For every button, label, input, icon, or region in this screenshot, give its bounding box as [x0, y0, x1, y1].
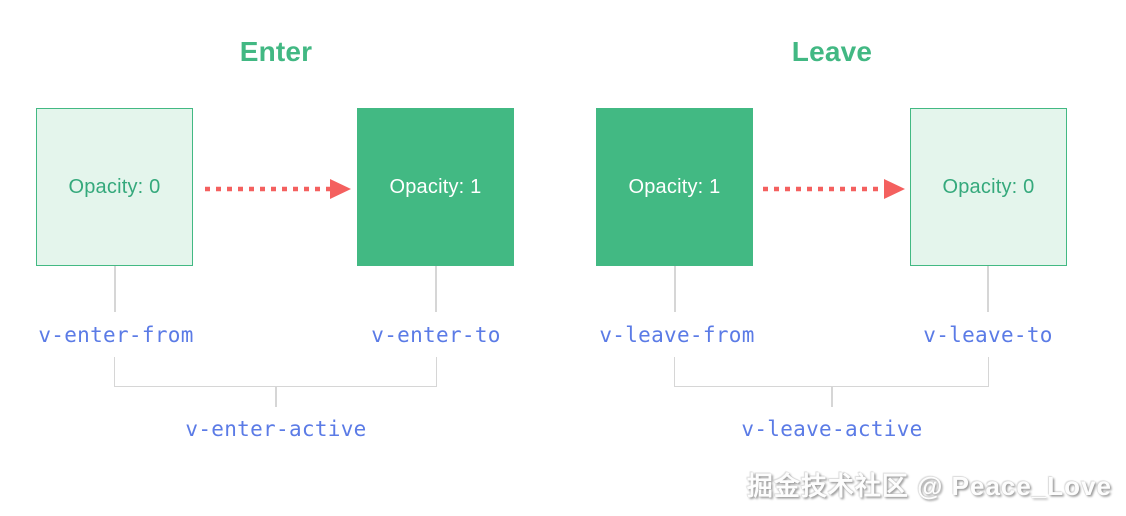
v-enter-active-label: v-enter-active — [185, 417, 367, 441]
leave-from-connector-line — [674, 266, 676, 312]
enter-from-opacity-value: Opacity: 0 — [68, 175, 161, 198]
leave-to-state-box: Opacity: 0 — [910, 108, 1067, 266]
leave-dashed-arrow-icon — [763, 179, 905, 199]
enter-to-state-box: Opacity: 1 — [357, 108, 514, 266]
leave-to-connector-line — [987, 266, 989, 312]
enter-section-title: Enter — [239, 36, 313, 67]
leave-from-opacity-value: Opacity: 1 — [628, 175, 721, 198]
v-enter-to-label: v-enter-to — [371, 323, 501, 347]
enter-active-bracket-stub — [275, 387, 277, 407]
leave-from-state-box: Opacity: 1 — [596, 108, 753, 266]
v-enter-from-label: v-enter-from — [38, 323, 194, 347]
v-leave-active-label: v-leave-active — [741, 417, 923, 441]
leave-active-bracket — [674, 357, 989, 387]
enter-active-bracket — [114, 357, 437, 387]
leave-to-opacity-value: Opacity: 0 — [942, 175, 1035, 198]
juejin-watermark: 掘金技术社区 @ Peace_Love — [746, 471, 1112, 501]
v-leave-from-label: v-leave-from — [599, 323, 755, 347]
leave-active-bracket-stub — [831, 387, 833, 407]
v-leave-to-label: v-leave-to — [923, 323, 1053, 347]
enter-to-opacity-value: Opacity: 1 — [389, 175, 482, 198]
enter-from-connector-line — [114, 266, 116, 312]
enter-to-connector-line — [435, 266, 437, 312]
enter-from-state-box: Opacity: 0 — [36, 108, 193, 266]
leave-section-title: Leave — [791, 36, 873, 67]
enter-dashed-arrow-icon — [205, 179, 351, 199]
